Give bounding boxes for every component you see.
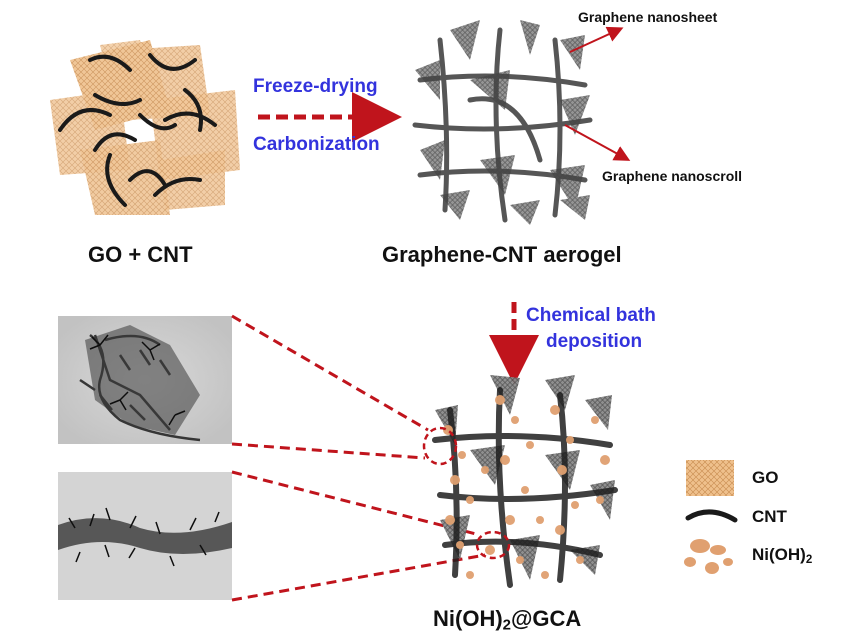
nioh2-particle-icon: [684, 539, 733, 574]
legend-nioh2-main: Ni(OH): [752, 545, 806, 564]
legend-cnt-label: CNT: [752, 507, 787, 526]
tem-image-icon: [58, 472, 232, 600]
step2-label-line2: deposition: [546, 331, 643, 352]
cnt-tube-icon: [685, 509, 738, 523]
go-sheet-icon: [686, 460, 734, 496]
legend-nioh2-label: Ni(OH)2: [752, 545, 812, 566]
graphene-nanosheet-label: Graphene nanosheet: [578, 9, 718, 25]
product-label-subscript: 2: [502, 616, 511, 634]
go-cnt-label: GO + CNT: [88, 242, 193, 267]
aerogel-structure: [412, 20, 593, 225]
graphene-nanoscroll-label: Graphene nanoscroll: [602, 168, 743, 184]
nioh2-particle-icon: [443, 395, 610, 579]
legend-go-label: GO: [752, 468, 779, 487]
zoom-circle-2: [475, 530, 511, 560]
zoom-circle-1: [422, 426, 458, 466]
product-label: Ni(OH)2@GCA: [433, 606, 581, 634]
product-label-tail: @GCA: [510, 606, 582, 631]
zoom-lines: [231, 314, 486, 602]
legend-nioh2-subscript: 2: [805, 553, 813, 566]
step1-label-line2: Carbonization: [253, 134, 380, 155]
nioh2-gca-structure: [422, 375, 618, 588]
go-cnt-cluster: [50, 40, 240, 215]
product-label-main: Ni(OH): [433, 606, 503, 631]
aerogel-label: Graphene-CNT aerogel: [382, 242, 622, 267]
legend: [684, 460, 738, 574]
step2-label-line1: Chemical bath: [526, 305, 656, 326]
nanosheet-pointer: [569, 26, 624, 53]
cnt-tube-icon: [58, 53, 217, 207]
tem-image-icon: [58, 316, 232, 444]
step1-label-line1: Freeze-drying: [253, 76, 378, 97]
nanoscroll-pointer: [564, 124, 631, 161]
go-sheet-icon: [50, 40, 240, 215]
